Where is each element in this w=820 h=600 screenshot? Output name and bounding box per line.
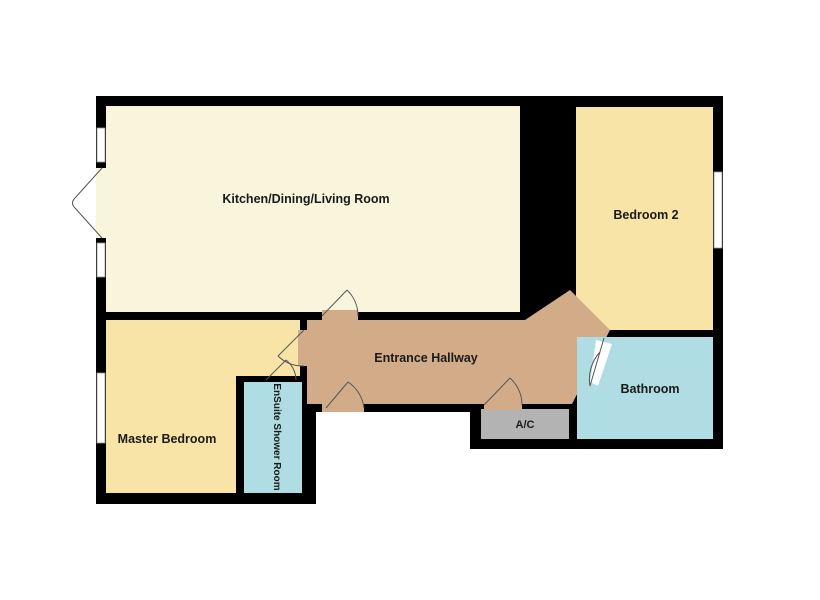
door-bathroom [588,337,612,387]
label-kitchen: Kitchen/Dining/Living Room [222,192,389,206]
french-door-leaf-bottom [74,207,103,239]
label-master-bedroom: Master Bedroom [118,432,217,446]
window-master-bedroom [96,372,106,444]
label-ensuite-shower-room: EnSuite Shower Room [271,383,282,490]
french-door-leaf-top [74,167,103,199]
windows [96,127,723,444]
door-ensuite [265,359,297,381]
door-swings [265,289,612,410]
french-door-opening [96,168,107,238]
room-entrance-hallway [307,290,610,412]
window-kitchen-lower [96,242,106,278]
french-doors [72,167,107,239]
label-bathroom: Bathroom [620,382,679,396]
door-entrance [325,381,365,409]
door-kitchen [321,289,359,322]
window-kitchen-upper [96,127,106,163]
door-master-bedroom [277,329,312,367]
room-kitchen [106,106,520,312]
room-master-bedroom [106,320,300,493]
door-ac-cupboard [483,377,523,410]
window-bedroom-2 [713,171,723,249]
room-ac-cupboard [481,409,569,439]
room-ensuite-shower [244,382,302,493]
french-door-swing [72,197,76,209]
label-entrance-hallway: Entrance Hallway [374,351,478,365]
room-bedroom-2 [576,107,713,330]
label-ac-cupboard: A/C [516,419,535,431]
label-bedroom-2: Bedroom 2 [613,208,678,222]
